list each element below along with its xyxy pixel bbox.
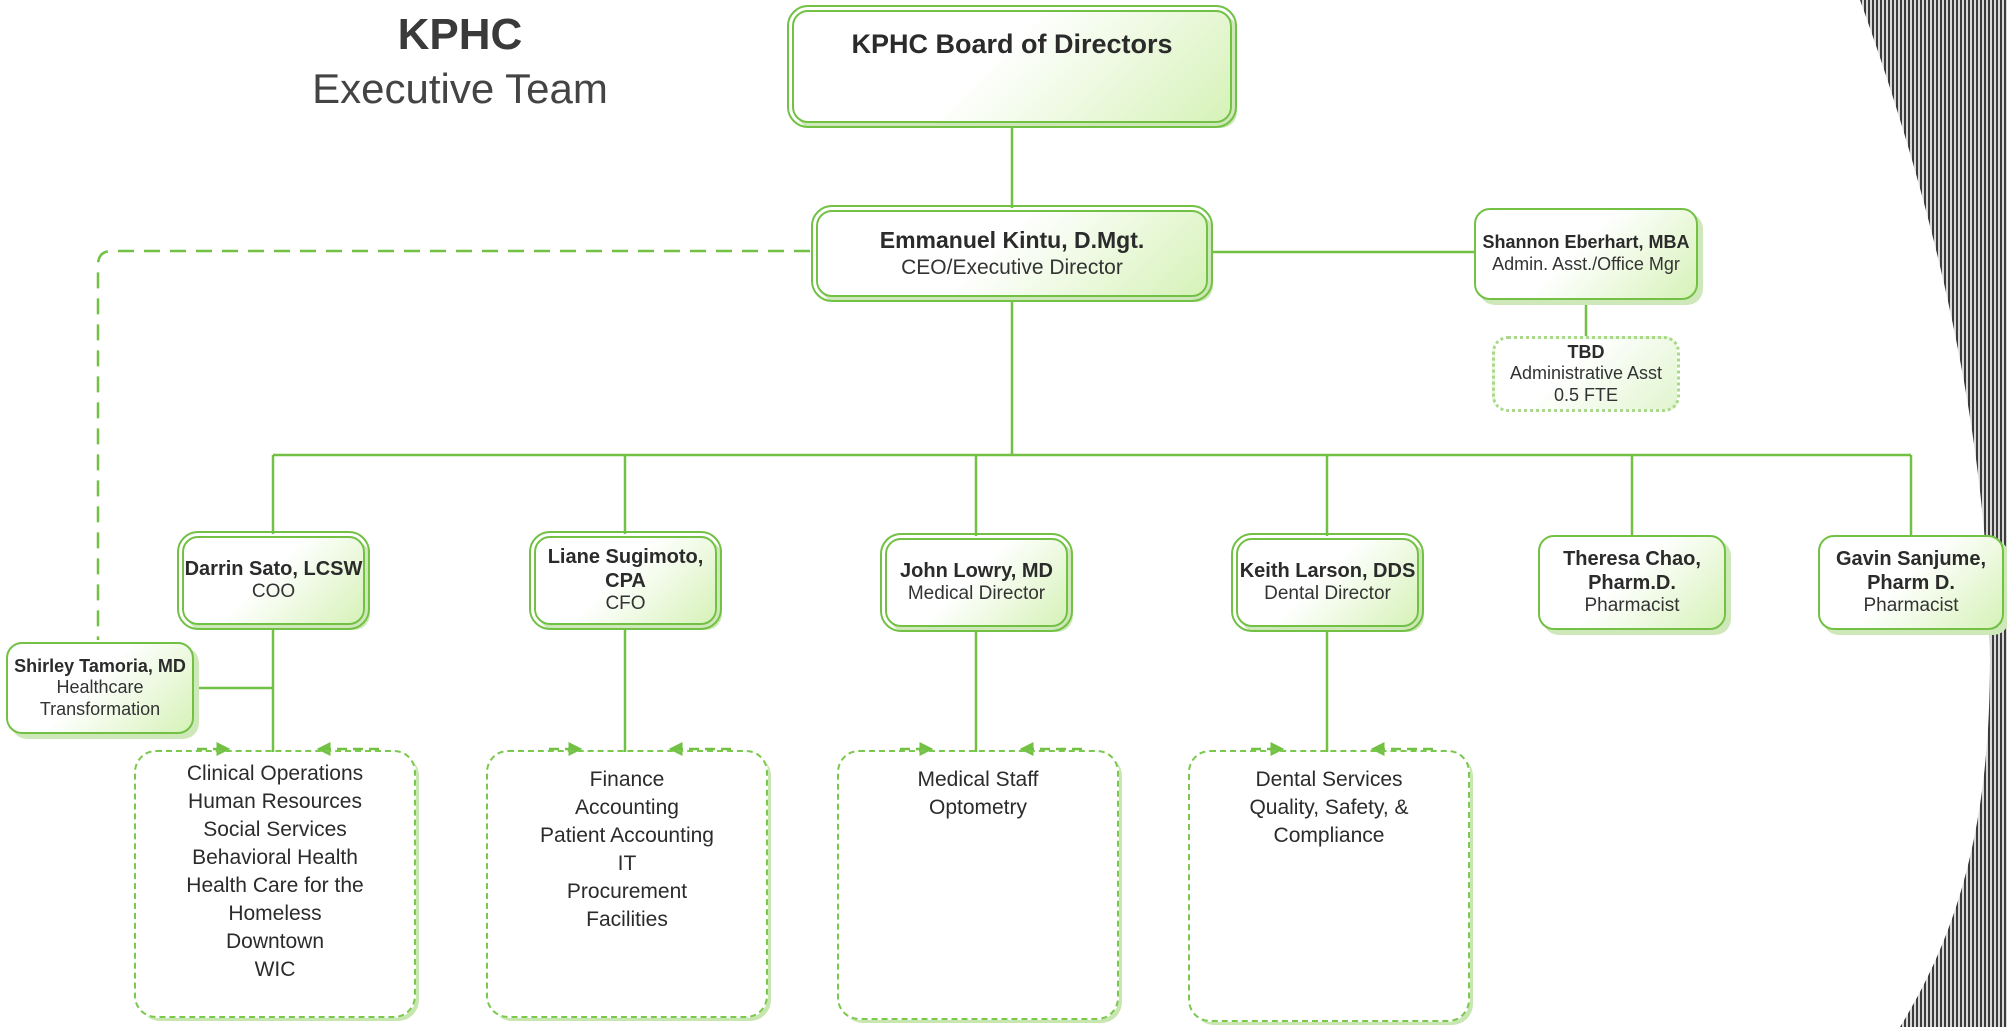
advisor-name: Shirley Tamoria, MD [14,655,186,676]
assistant-box: Shannon Eberhart, MBA Admin. Asst./Offic… [1474,208,1698,300]
director-name: John Lowry, MD [900,560,1053,583]
department-item: Social Services [203,818,347,841]
department-box-cfo: Finance Accounting Patient Accounting IT… [486,750,768,1018]
ceo-role: CEO/Executive Director [901,255,1123,279]
director-name: Darrin Sato, LCSW [184,558,363,581]
department-item: Quality, Safety, & [1249,796,1409,819]
board-box: KPHC Board of Directors [787,5,1237,128]
department-item: Downtown [225,930,325,953]
director-name-line1: Theresa Chao, [1563,548,1701,571]
department-item: Homeless [228,902,322,925]
ceo-box: Emmanuel Kintu, D.Mgt. CEO/Executive Dir… [811,205,1213,302]
department-item: Clinical Operations [186,762,364,785]
director-box-coo: Darrin Sato, LCSW COO [177,531,370,630]
chart-subtitle: Executive Team [312,65,608,112]
director-box-pharmacist-2: Gavin Sanjume, Pharm D. Pharmacist [1818,535,2004,630]
advisor-role-line2: Transformation [39,698,161,719]
department-item: Patient Accounting [540,824,714,847]
assistant-role: Admin. Asst./Office Mgr [1492,254,1680,274]
director-box-pharmacist-1: Theresa Chao, Pharm.D. Pharmacist [1538,535,1726,630]
assistant-name: Shannon Eberhart, MBA [1482,232,1690,253]
department-item: Medical Staff [917,768,1039,791]
department-item: IT [617,852,637,875]
director-role: Dental Director [1264,583,1391,605]
director-box-cfo: Liane Sugimoto, CPA CFO [529,531,722,630]
director-name-line1: Gavin Sanjume, [1835,548,1987,571]
department-item: Dental Services [1255,768,1403,791]
department-item: Human Resources [188,790,362,813]
tbd-name: TBD [1567,341,1605,362]
department-item: Accounting [575,796,679,819]
director-box-medical: John Lowry, MD Medical Director [880,533,1073,632]
director-name-line1: Liane Sugimoto, [547,546,704,569]
department-item: Optometry [928,796,1028,819]
director-name-line2: Pharm D. [1867,572,1955,595]
chart-title: KPHC [397,10,523,59]
department-item: WIC [254,958,296,981]
director-name-line2: Pharm.D. [1588,572,1676,595]
department-box-dental: Dental Services Quality, Safety, & Compl… [1188,750,1470,1022]
director-role: Pharmacist [1863,595,1959,617]
director-role: COO [251,581,296,603]
department-item: Compliance [1273,824,1385,847]
department-item: Health Care for the [186,874,364,897]
director-role: Medical Director [907,583,1046,605]
department-item: Behavioral Health [192,846,358,869]
department-box-medical: Medical Staff Optometry [837,750,1119,1020]
tbd-box: TBD Administrative Asst 0.5 FTE [1492,336,1680,412]
board-name: KPHC Board of Directors [851,29,1173,59]
director-name: Keith Larson, DDS [1239,560,1416,583]
director-role: CFO [605,593,646,615]
tbd-fte: 0.5 FTE [1553,384,1619,405]
advisor-box: Shirley Tamoria, MD Healthcare Transform… [6,642,194,734]
line-ceo-advisor-dashed [96,249,810,640]
department-item: Facilities [586,908,668,931]
director-name-line2: CPA [605,570,646,593]
department-item: Procurement [566,880,688,903]
tbd-role: Administrative Asst [1509,363,1663,384]
director-box-dental: Keith Larson, DDS Dental Director [1231,533,1424,632]
department-box-coo: Clinical Operations Human Resources Soci… [134,750,416,1018]
ceo-name: Emmanuel Kintu, D.Mgt. [879,227,1145,254]
department-item: Finance [589,768,665,791]
director-role: Pharmacist [1584,595,1680,617]
advisor-role-line1: Healthcare [56,677,144,698]
